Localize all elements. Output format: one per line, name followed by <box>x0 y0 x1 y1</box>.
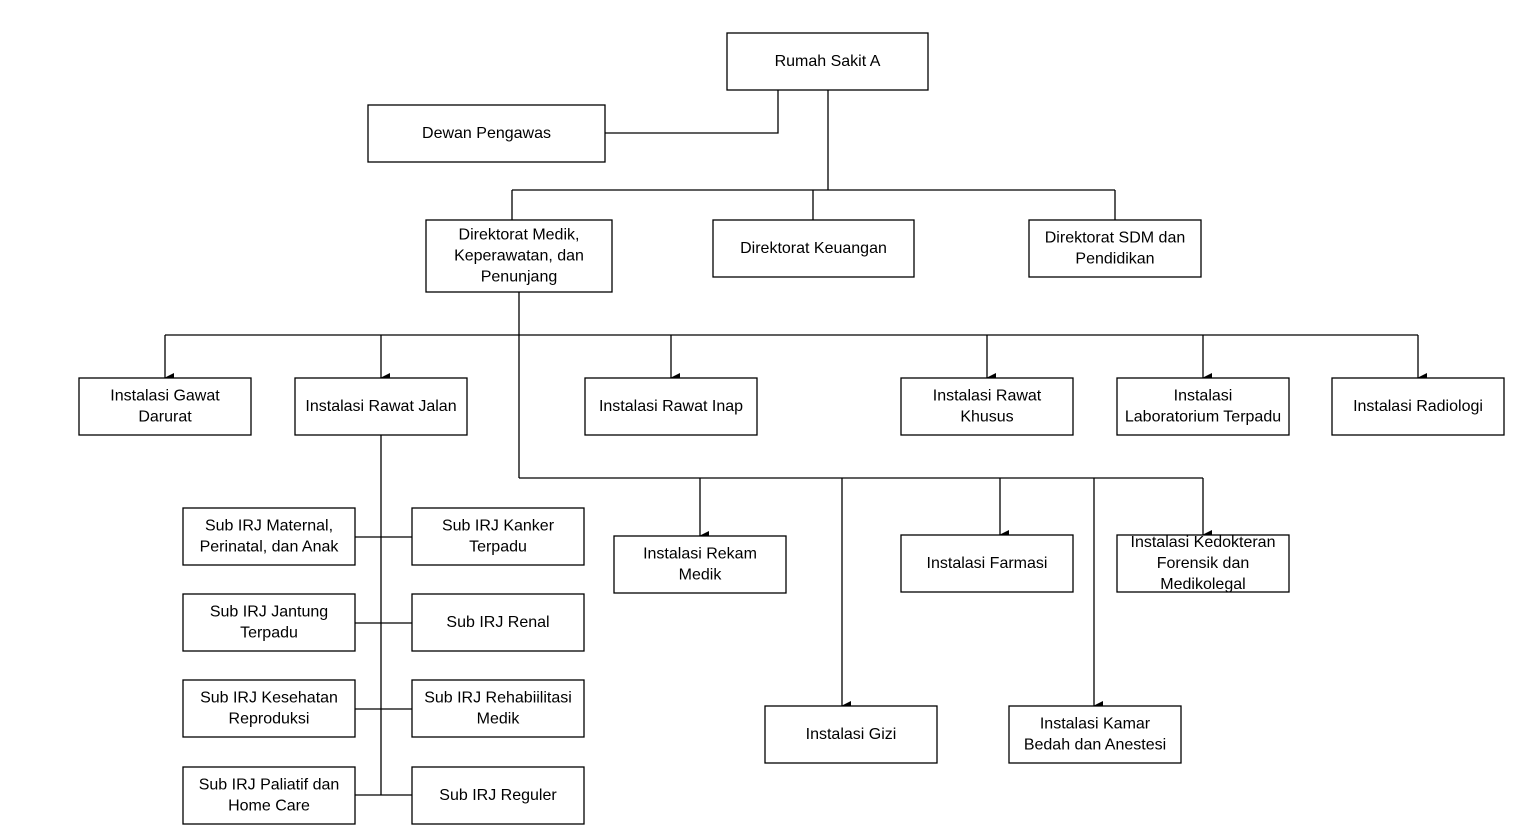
node-label: Rumah Sakit A <box>775 53 881 70</box>
node-box <box>764 705 938 764</box>
node-label: Medik <box>679 567 723 584</box>
node-irj: Instalasi Rawat Jalan <box>294 377 468 436</box>
node-label: Instalasi Rekam <box>643 546 757 563</box>
node-box <box>294 377 468 436</box>
node-label: Darurat <box>138 409 192 426</box>
node-label: Instalasi Radiologi <box>1353 398 1483 415</box>
node-box <box>411 766 585 825</box>
node-inap: Instalasi Rawat Inap <box>584 377 758 436</box>
node-rs: Rumah Sakit A <box>726 32 929 91</box>
connectors <box>164 90 1427 796</box>
node-label: Instalasi Farmasi <box>927 555 1048 572</box>
node-label: Laboratorium Terpadu <box>1125 409 1281 426</box>
node-label: Sub IRJ Renal <box>446 614 549 631</box>
node-radiologi: Instalasi Radiologi <box>1331 377 1505 436</box>
node-label: Terpadu <box>240 625 298 642</box>
node-label: Home Care <box>228 798 310 815</box>
node-label: Direktorat Medik, <box>459 227 580 244</box>
node-label: Terpadu <box>469 539 527 556</box>
node-box <box>900 534 1074 593</box>
rs-to-dewan-connector <box>605 90 779 134</box>
node-box <box>411 679 585 738</box>
node-label: Sub IRJ Maternal, <box>205 518 333 535</box>
node-box <box>425 219 613 293</box>
node-label: Instalasi Rawat Jalan <box>305 398 456 415</box>
node-label: Pendidikan <box>1075 251 1154 268</box>
node-label: Instalasi Rawat Inap <box>599 398 743 415</box>
node-label: Reproduksi <box>229 711 310 728</box>
node-reguler: Sub IRJ Reguler <box>411 766 585 825</box>
node-box <box>411 593 585 652</box>
node-label: Medik <box>477 711 521 728</box>
node-box <box>1116 534 1290 593</box>
node-label: Penunjang <box>481 269 558 286</box>
node-box <box>367 104 606 163</box>
node-box <box>1331 377 1505 436</box>
node-box <box>726 32 929 91</box>
node-box <box>78 377 252 436</box>
node-label: Direktorat SDM dan <box>1045 230 1186 247</box>
node-label: Instalasi Gawat <box>110 388 220 405</box>
node-label: Sub IRJ Rehabiilitasi <box>424 690 572 707</box>
node-label: Dewan Pengawas <box>422 125 551 142</box>
node-box <box>182 507 356 566</box>
node-label: Instalasi Rawat <box>933 388 1042 405</box>
node-box <box>182 593 356 652</box>
node-label: Sub IRJ Kanker <box>442 518 555 535</box>
node-label: Instalasi Kedokteran <box>1131 534 1276 551</box>
node-box <box>1116 377 1290 436</box>
node-gizi: Instalasi Gizi <box>764 705 938 764</box>
node-box <box>411 507 585 566</box>
node-farmasi: Instalasi Farmasi <box>900 534 1074 593</box>
node-renal: Sub IRJ Renal <box>411 593 585 652</box>
node-label: Sub IRJ Kesehatan <box>200 690 338 707</box>
node-box <box>900 377 1074 436</box>
node-label: Instalasi Kamar <box>1040 716 1151 733</box>
node-label: Keperawatan, dan <box>454 248 584 265</box>
node-label: Forensik dan <box>1157 555 1250 572</box>
node-box <box>182 766 356 825</box>
node-label: Perinatal, dan Anak <box>200 539 340 556</box>
node-box <box>1028 219 1202 278</box>
node-box <box>584 377 758 436</box>
node-label: Sub IRJ Paliatif dan <box>199 777 340 794</box>
node-label: Sub IRJ Jantung <box>210 604 328 621</box>
node-box <box>182 679 356 738</box>
node-box <box>712 219 915 278</box>
node-dir-medik: Direktorat Medik, Keperawatan, danPenunja… <box>425 219 613 293</box>
node-label: Khusus <box>960 409 1013 426</box>
node-maternal: Sub IRJ Maternal, Perinatal, dan Anak <box>182 507 356 566</box>
node-label: Medikolegal <box>1160 576 1245 593</box>
node-box <box>1008 705 1182 764</box>
node-label: Instalasi Gizi <box>806 726 897 743</box>
node-box <box>613 535 787 594</box>
node-label: Sub IRJ Reguler <box>439 787 557 804</box>
node-label: Instalasi <box>1174 388 1233 405</box>
node-label: Bedah dan Anestesi <box>1024 737 1166 754</box>
node-label: Direktorat Keuangan <box>740 240 887 257</box>
node-dewan: Dewan Pengawas <box>367 104 606 163</box>
node-dir-keu: Direktorat Keuangan <box>712 219 915 278</box>
